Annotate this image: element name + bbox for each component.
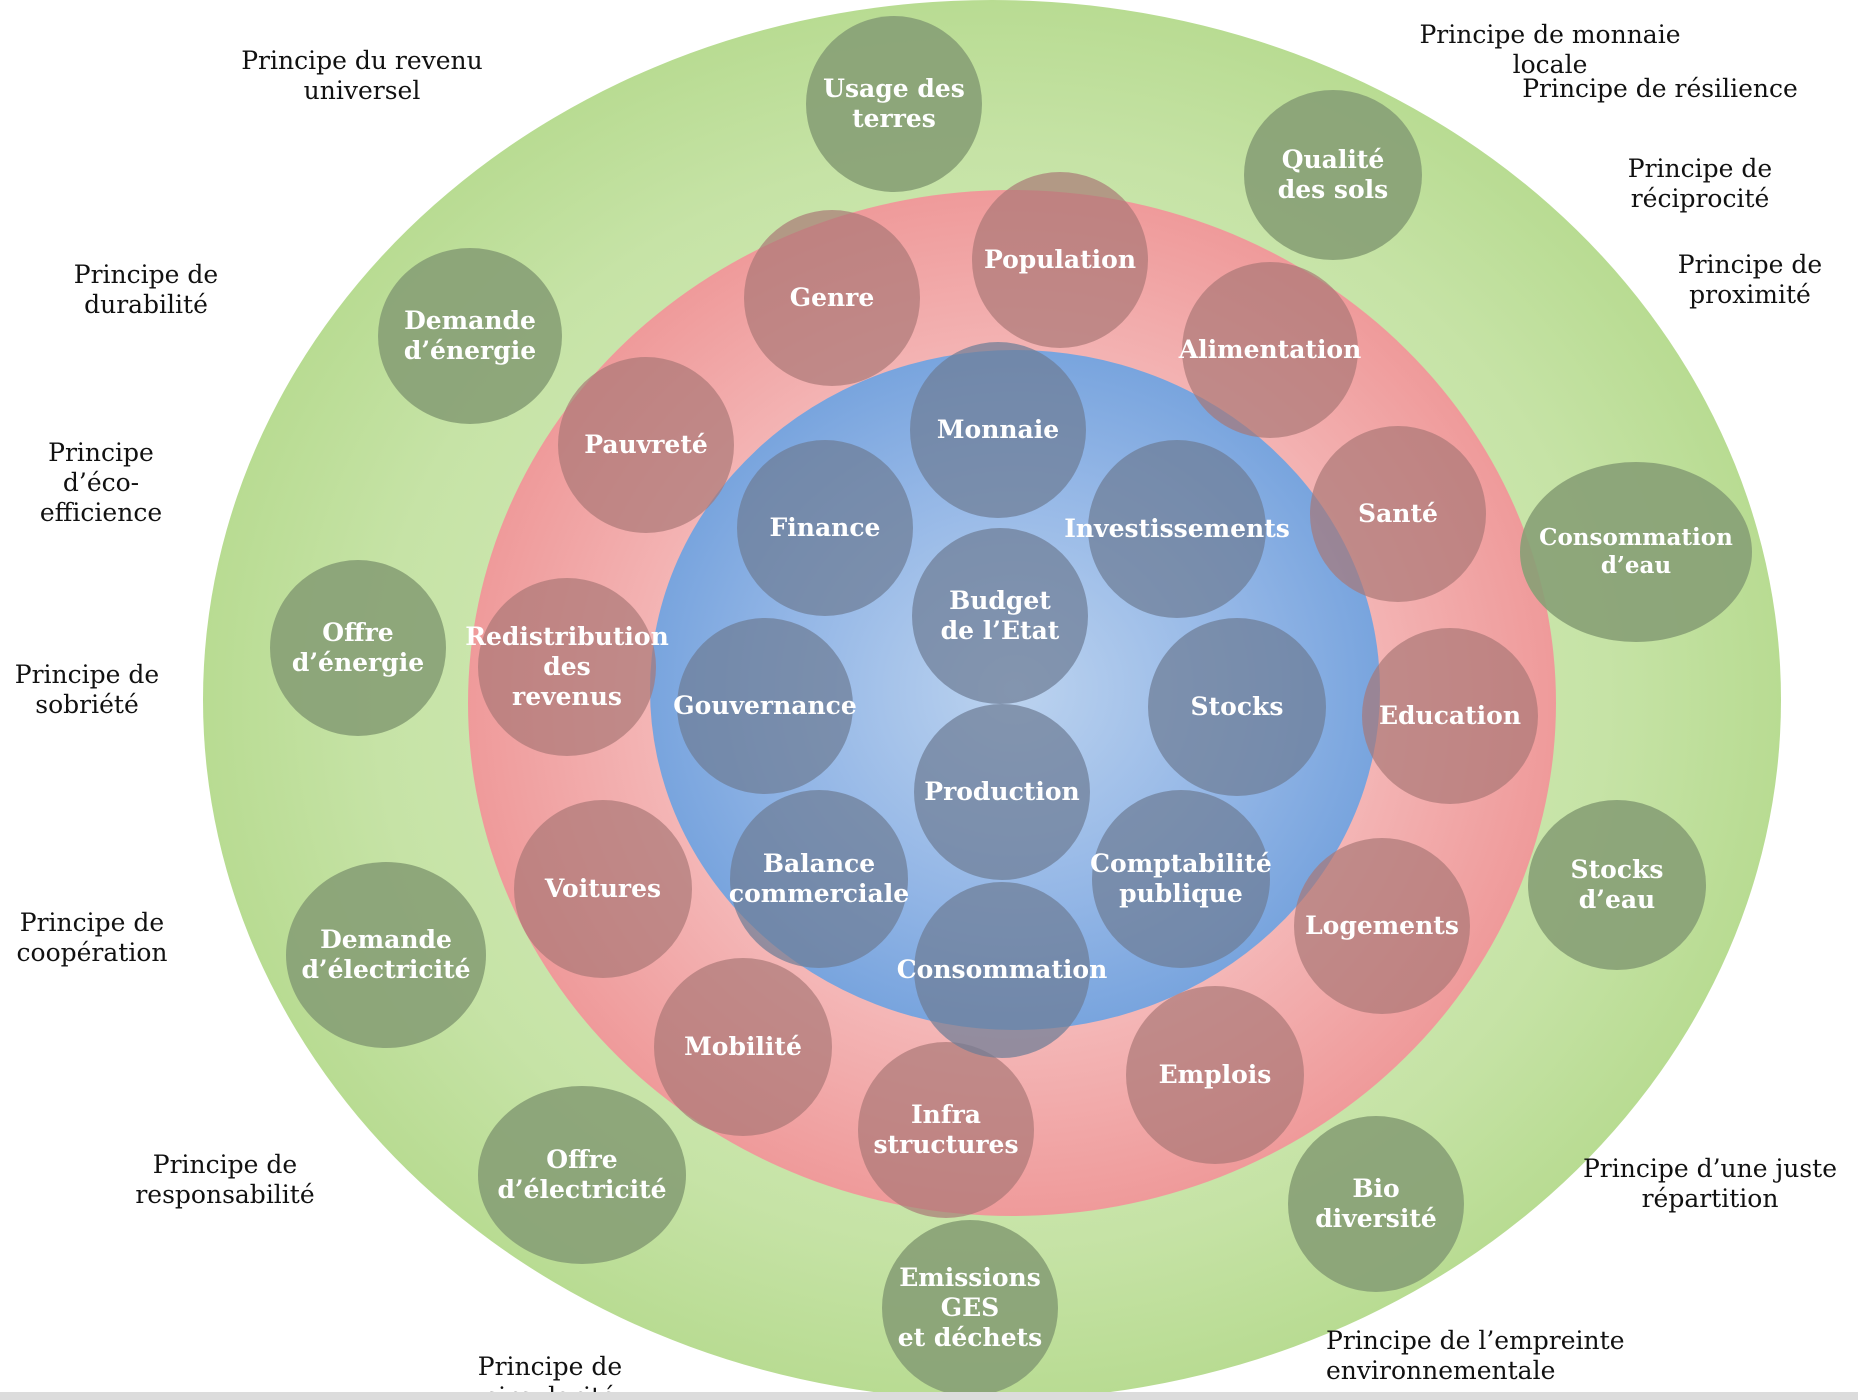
node-consommation: Consommation: [897, 882, 1107, 1058]
node-budget-etat: Budget de l’Etat: [912, 528, 1088, 704]
node-stocks-eau: Stocks d’eau: [1528, 800, 1706, 970]
node-finance: Finance: [737, 440, 913, 616]
principle-proximite: Principe de proximité: [1677, 250, 1823, 309]
node-alimentation: Alimentation: [1179, 262, 1361, 438]
principle-monnaie-locale: Principe de monnaie locale: [1419, 20, 1681, 79]
node-redistribution-revenus: Redistribution des revenus: [465, 578, 669, 756]
node-offre-energie: Offre d’énergie: [270, 560, 446, 736]
principle-revenu-universel: Principe du revenu universel: [241, 46, 483, 105]
principle-juste-repartition: Principe d’une juste répartition: [1582, 1154, 1838, 1213]
node-genre: Genre: [744, 210, 920, 386]
node-infrastructures: Infra structures: [858, 1042, 1034, 1218]
node-mobilite: Mobilité: [654, 958, 832, 1136]
node-usage-des-terres: Usage des terres: [806, 16, 982, 192]
principle-empreinte-environnementale: Principe de l’empreinte environnementale: [1326, 1326, 1625, 1385]
node-monnaie: Monnaie: [910, 342, 1086, 518]
node-demande-electricite: Demande d’électricité: [286, 862, 486, 1048]
node-investissements: Investissements: [1064, 440, 1290, 618]
node-consommation-eau: Consommation d’eau: [1520, 462, 1752, 642]
node-comptabilite-publique: Comptabilité publique: [1090, 790, 1272, 968]
node-sante: Santé: [1310, 426, 1486, 602]
principle-responsabilite: Principe de responsabilité: [135, 1150, 315, 1209]
node-offre-electricite: Offre d’électricité: [478, 1086, 686, 1264]
principle-durabilite: Principe de durabilité: [73, 260, 219, 319]
node-gouvernance: Gouvernance: [673, 618, 857, 794]
node-education: Education: [1362, 628, 1538, 804]
node-emissions-ges: Emissions GES et déchets: [882, 1220, 1058, 1396]
principle-reciprocite: Principe de réciprocité: [1627, 154, 1773, 213]
principle-cooperation: Principe de coopération: [16, 908, 168, 967]
node-emplois: Emplois: [1126, 986, 1304, 1164]
node-stocks: Stocks: [1148, 618, 1326, 796]
principle-eco-efficience: Principe d’éco-efficience: [39, 438, 163, 527]
node-production: Production: [914, 704, 1090, 880]
node-pauvrete: Pauvreté: [558, 357, 734, 533]
node-population: Population: [972, 172, 1148, 348]
principle-resilience: Principe de résilience: [1522, 74, 1798, 103]
node-qualite-des-sols: Qualité des sols: [1244, 90, 1422, 260]
principle-sobriete: Principe de sobriété: [14, 660, 160, 719]
node-voitures: Voitures: [514, 800, 692, 978]
node-biodiversite: Bio diversité: [1288, 1116, 1464, 1292]
node-logements: Logements: [1294, 838, 1470, 1014]
node-demande-energie: Demande d’énergie: [378, 248, 562, 424]
node-balance-commerciale: Balance commerciale: [729, 790, 909, 968]
bottom-divider: [0, 1392, 1858, 1400]
